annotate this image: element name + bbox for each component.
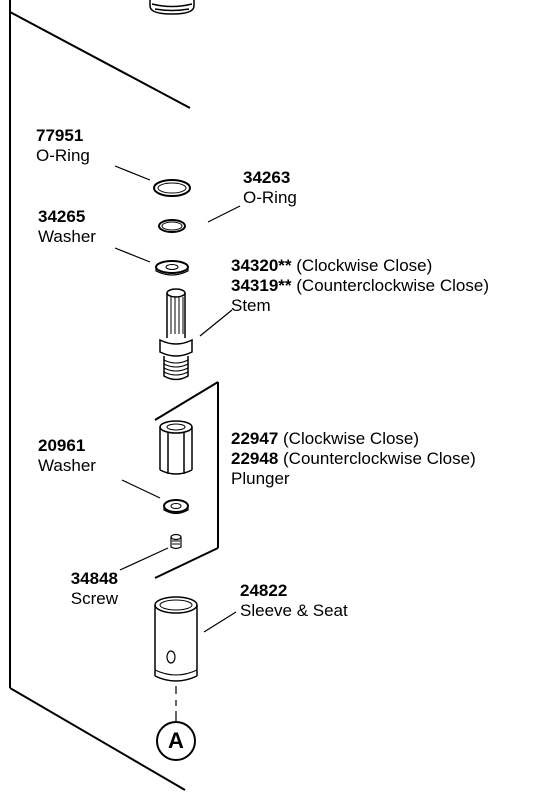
label-34263: 34263 O-Ring (243, 168, 297, 208)
part-number-ccw: 34319** (231, 276, 292, 295)
top-partial-part (149, 0, 195, 15)
part-desc-ccw: (Counterclockwise Close) (283, 449, 476, 468)
part-number: 24822 (240, 581, 288, 600)
part-number-cw: 34320** (231, 256, 292, 275)
part-number-ccw: 22948 (231, 449, 279, 468)
label-20961: 20961 Washer (38, 436, 96, 476)
part-desc-cw: (Clockwise Close) (296, 256, 433, 275)
plunger-part (159, 420, 193, 475)
washer-20961-part (121, 479, 189, 515)
oring-34263-part (158, 205, 241, 233)
label-stem: 34320** (Clockwise Close) 34319** (Count… (231, 256, 489, 316)
part-name: O-Ring (243, 188, 297, 207)
washer-34265-part (114, 247, 189, 276)
part-number: 34265 (38, 207, 86, 226)
part-number: 77951 (36, 126, 84, 145)
part-name: O-Ring (36, 146, 90, 165)
label-77951: 77951 O-Ring (36, 126, 90, 166)
part-name: Plunger (231, 469, 290, 488)
stem-part (159, 288, 233, 381)
label-34848: 34848 Screw (56, 569, 118, 609)
sleeve-24822-part (154, 596, 237, 682)
inner-frame (154, 381, 219, 579)
label-24822: 24822 Sleeve & Seat (240, 581, 348, 621)
screw-34848-part (119, 533, 182, 571)
label-34265: 34265 Washer (38, 207, 96, 247)
outer-frame (9, 0, 191, 791)
part-name: Screw (70, 589, 118, 608)
oring-77951-part (114, 165, 191, 197)
part-name: Sleeve & Seat (240, 601, 348, 620)
part-number: 20961 (38, 436, 86, 455)
callout-letter: A (168, 728, 184, 753)
callout-a-marker (156, 686, 196, 761)
part-name: Washer (38, 456, 96, 475)
part-number-cw: 22947 (231, 429, 279, 448)
part-name: Stem (231, 296, 271, 315)
part-desc-cw: (Clockwise Close) (283, 429, 420, 448)
label-plunger: 22947 (Clockwise Close) 22948 (Countercl… (231, 429, 476, 489)
part-number: 34848 (70, 569, 118, 588)
part-desc-ccw: (Counterclockwise Close) (296, 276, 489, 295)
part-number: 34263 (243, 168, 291, 187)
part-name: Washer (38, 227, 96, 246)
